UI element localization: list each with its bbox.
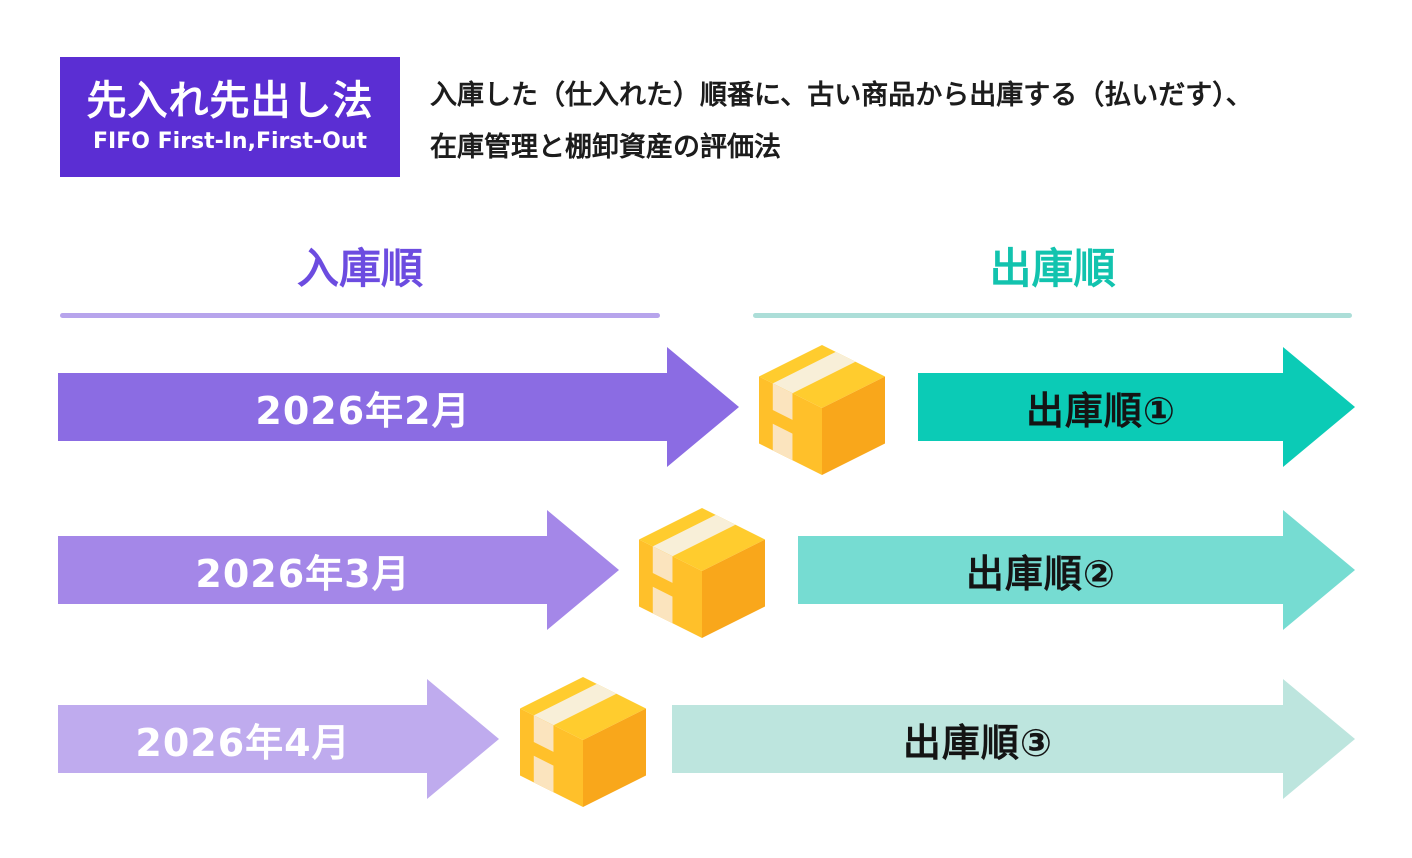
arrow-head-icon — [667, 347, 739, 467]
column-underline-inbound — [60, 313, 660, 318]
arrow-head-icon — [1283, 347, 1355, 467]
description-line-2: 在庫管理と棚卸資産の評価法 — [430, 132, 781, 163]
inbound-arrow-label: 2026年4月 — [135, 720, 351, 765]
package-icon — [639, 508, 765, 638]
page-subtitle: FIFO First-In,First-Out — [92, 129, 367, 154]
inbound-arrow-label: 2026年3月 — [195, 551, 411, 596]
description: 入庫した（仕入れた）順番に、古い商品から出庫する（払いだす）、 在庫管理と棚卸資… — [430, 70, 1390, 174]
page-title: 先入れ先出し法 — [86, 78, 374, 124]
arrow-head-icon — [547, 510, 619, 630]
outbound-arrow-body: 出庫順② — [798, 536, 1284, 604]
outbound-arrow-label: 出庫順② — [965, 551, 1117, 596]
inbound-arrow-body: 2026年3月 — [58, 536, 548, 604]
outbound-arrow-body: 出庫順① — [918, 373, 1284, 441]
column-header-outbound: 出庫順 — [989, 244, 1116, 293]
inbound-arrow-label: 2026年2月 — [255, 388, 471, 433]
column-underline-outbound — [753, 313, 1352, 318]
outbound-arrow-body: 出庫順③ — [672, 705, 1284, 773]
package-icon — [520, 677, 646, 807]
description-line-1: 入庫した（仕入れた）順番に、古い商品から出庫する（払いだす）、 — [430, 80, 1253, 111]
outbound-arrow-label: 出庫順③ — [902, 720, 1054, 765]
inbound-arrow-body: 2026年2月 — [58, 373, 668, 441]
title-box: 先入れ先出し法 FIFO First-In,First-Out — [60, 57, 400, 177]
arrow-head-icon — [1283, 679, 1355, 799]
outbound-arrow-label: 出庫順① — [1025, 388, 1177, 433]
inbound-arrow-body: 2026年4月 — [58, 705, 428, 773]
column-header-inbound: 入庫順 — [296, 244, 423, 293]
arrow-head-icon — [1283, 510, 1355, 630]
package-icon — [759, 345, 885, 475]
arrow-head-icon — [427, 679, 499, 799]
